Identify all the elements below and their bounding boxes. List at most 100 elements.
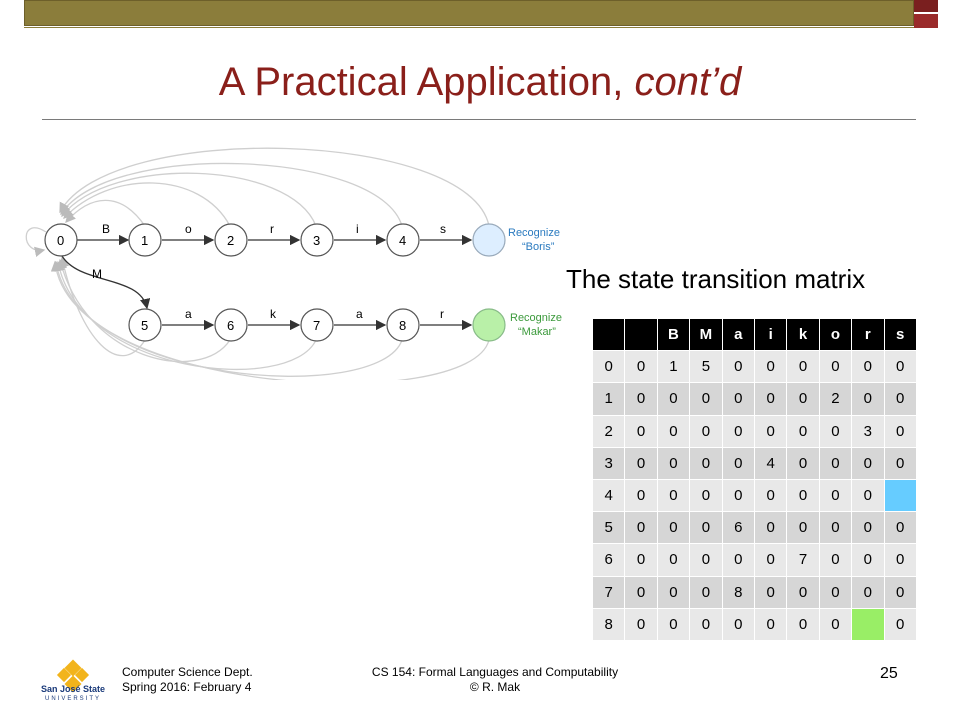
matrix-cell: 0 xyxy=(721,350,755,384)
header-cell: r xyxy=(851,317,885,352)
state-3 xyxy=(300,223,334,257)
matrix-cell: 4 xyxy=(591,478,626,513)
matrix-row: 1 0 0 0 0 0 0 2 0 0 xyxy=(591,382,917,416)
matrix-cell: 0 xyxy=(689,414,723,448)
matrix-cell: 0 xyxy=(656,543,691,577)
matrix-cell: 8 xyxy=(591,607,626,641)
edge-label-r1: r xyxy=(270,222,274,236)
recognize-makar-line1: Recognize xyxy=(510,312,562,324)
matrix-cell: 0 xyxy=(689,543,723,577)
matrix-cell: 0 xyxy=(883,414,917,448)
matrix-cell: 0 xyxy=(624,575,658,609)
title-rule xyxy=(42,119,916,120)
matrix-cell: 0 xyxy=(851,575,885,609)
matrix-cell: 0 xyxy=(883,607,917,641)
matrix-cell: 0 xyxy=(624,446,658,480)
matrix-cell: 0 xyxy=(721,382,755,416)
state-4-label: 4 xyxy=(399,233,406,248)
matrix-cell: 0 xyxy=(753,350,788,384)
matrix-cell: 0 xyxy=(624,543,658,577)
top-banner xyxy=(24,0,914,26)
matrix-cell: 0 xyxy=(786,575,820,609)
matrix-cell: 0 xyxy=(753,414,788,448)
matrix-heading: The state transition matrix xyxy=(566,264,866,294)
matrix-cell: 0 xyxy=(851,350,885,384)
header-cell: i xyxy=(753,317,788,352)
state-accept-boris xyxy=(472,223,506,257)
matrix-cell: 0 xyxy=(721,414,755,448)
footer-dept: Computer Science Dept. xyxy=(122,665,253,679)
edge-label-a1: a xyxy=(185,307,192,321)
matrix-cell: 0 xyxy=(721,607,755,641)
matrix-cell: 0 xyxy=(624,350,658,384)
matrix-cell: 5 xyxy=(689,350,723,384)
matrix-cell: 0 xyxy=(753,382,788,416)
state-3-label: 3 xyxy=(313,233,320,248)
logo-subtext: UNIVERSITY xyxy=(44,696,101,702)
matrix-cell: 0 xyxy=(818,543,853,577)
sjsu-logo-icon xyxy=(56,659,90,693)
state-5 xyxy=(128,308,162,342)
header-cell: B xyxy=(656,317,691,352)
matrix-cell: 0 xyxy=(753,478,788,513)
corner-block-top xyxy=(914,0,938,12)
matrix-cell: 6 xyxy=(721,511,755,545)
footer-author: © R. Mak xyxy=(469,680,521,694)
header-cell xyxy=(591,317,626,352)
matrix-cell: 0 xyxy=(689,575,723,609)
matrix-cell: 7 xyxy=(786,543,820,577)
header-cell: s xyxy=(883,317,917,352)
matrix-cell: 0 xyxy=(624,382,658,416)
matrix-row: 4 0 0 0 0 0 0 0 0 xyxy=(591,478,917,513)
state-transition-matrix: B M a i k o r s 0 0 1 5 0 0 0 0 0 0 1 0 … xyxy=(591,317,917,641)
matrix-cell: 0 xyxy=(786,382,820,416)
matrix-cell: 0 xyxy=(721,446,755,480)
header-cell: o xyxy=(818,317,853,352)
matrix-cell: 0 xyxy=(689,511,723,545)
matrix-cell: 0 xyxy=(624,414,658,448)
matrix-row: 7 0 0 0 8 0 0 0 0 0 xyxy=(591,575,917,609)
matrix-cell: 0 xyxy=(883,350,917,384)
matrix-cell: 0 xyxy=(656,511,691,545)
matrix-cell: 0 xyxy=(689,607,723,641)
state-accept-makar xyxy=(472,308,506,342)
matrix-cell: 0 xyxy=(851,446,885,480)
recognize-boris-line1: Recognize xyxy=(508,227,560,239)
matrix-cell: 0 xyxy=(818,575,853,609)
matrix-cell: 0 xyxy=(689,382,723,416)
recognize-makar-line2: “Makar” xyxy=(518,326,556,338)
matrix-cell: 0 xyxy=(851,478,885,513)
matrix-cell: 0 xyxy=(656,414,691,448)
matrix-cell: 0 xyxy=(883,543,917,577)
edge-label-k: k xyxy=(270,307,277,321)
matrix-row: 5 0 0 0 6 0 0 0 0 0 xyxy=(591,511,917,545)
matrix-row: 3 0 0 0 0 4 0 0 0 0 xyxy=(591,446,917,480)
matrix-cell: 0 xyxy=(656,382,691,416)
matrix-cell: 0 xyxy=(851,511,885,545)
matrix-cell: 0 xyxy=(656,575,691,609)
matrix-cell: 8 xyxy=(721,575,755,609)
edge-label-o: o xyxy=(185,222,192,236)
matrix-cell: 0 xyxy=(786,446,820,480)
matrix-row: 2 0 0 0 0 0 0 0 3 0 xyxy=(591,414,917,448)
matrix-cell: 0 xyxy=(786,478,820,513)
recognize-boris-line2: “Boris” xyxy=(522,241,555,253)
matrix-cell: 0 xyxy=(689,478,723,513)
matrix-cell: 0 xyxy=(883,446,917,480)
matrix-cell: 0 xyxy=(624,511,658,545)
matrix-cell: 0 xyxy=(818,607,853,641)
matrix-cell: 0 xyxy=(818,414,853,448)
state-8 xyxy=(386,308,420,342)
matrix-cell: 0 xyxy=(753,543,788,577)
top-rule xyxy=(24,27,914,28)
state-2 xyxy=(214,223,248,257)
matrix-cell: 0 xyxy=(883,575,917,609)
header-cell: M xyxy=(689,317,723,352)
matrix-row: 0 0 1 5 0 0 0 0 0 0 xyxy=(591,350,917,384)
edge-label-m: M xyxy=(92,267,102,281)
matrix-cell: 1 xyxy=(656,350,691,384)
back-edges xyxy=(25,147,490,380)
state-6 xyxy=(214,308,248,342)
matrix-cell: 0 xyxy=(656,607,691,641)
state-2-label: 2 xyxy=(227,233,234,248)
